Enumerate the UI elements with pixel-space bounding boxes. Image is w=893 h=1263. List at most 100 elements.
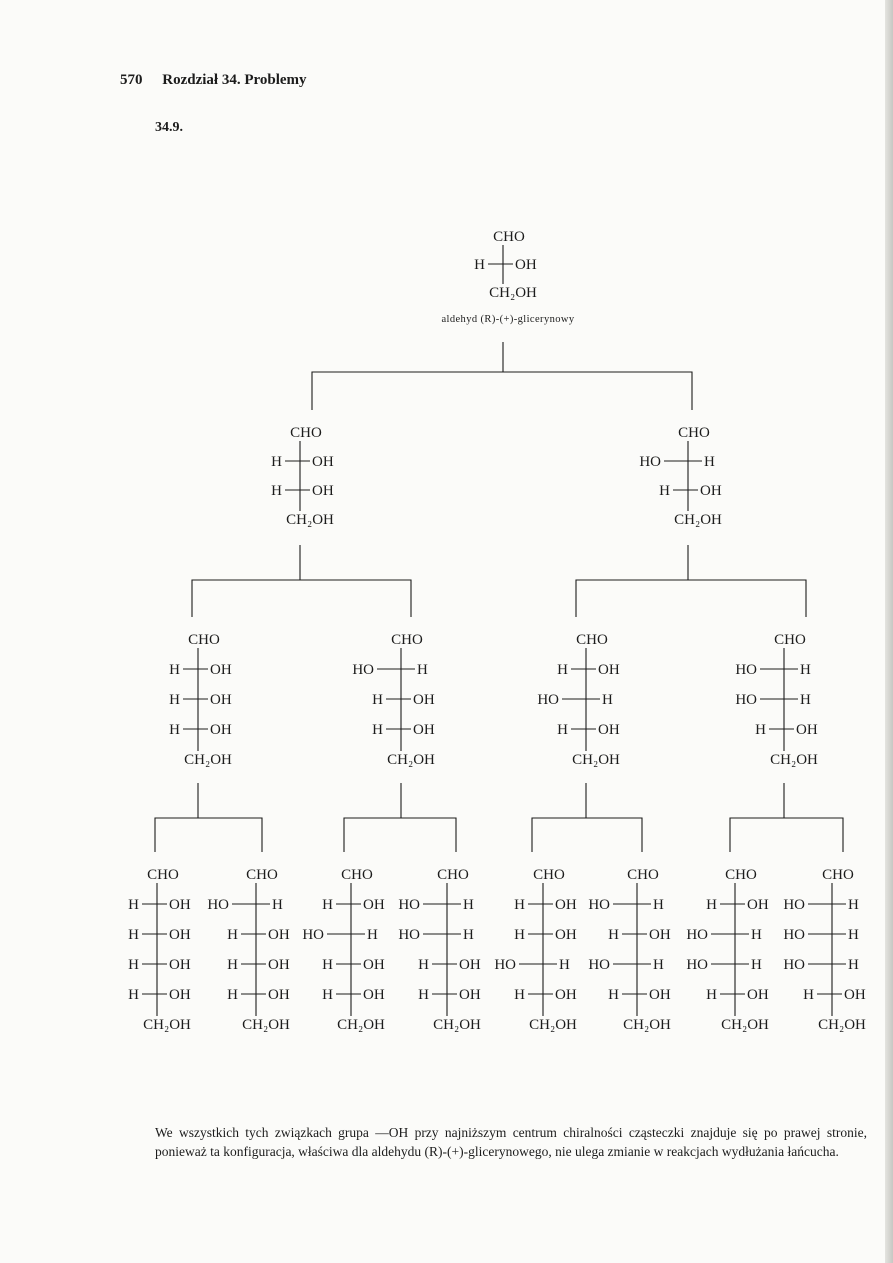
hexose-5-left-substituent-3: HO [494, 957, 516, 973]
pentose-4-left-substituent-1: HO [735, 662, 757, 678]
hexose-4-ch2oh-label: CH₂OH [433, 1017, 481, 1033]
tetrose-2-left-substituent-2: H [659, 483, 670, 499]
tetrose-1-left-substituent-1: H [271, 454, 282, 470]
hexose-1-right-substituent-1: OH [169, 897, 191, 913]
hexose-8-right-substituent-2: H [848, 927, 859, 943]
hexose-1-right-substituent-3: OH [169, 957, 191, 973]
pentose-3-right-substituent-3: OH [598, 722, 620, 738]
hexose-2-left-substituent-3: H [227, 957, 238, 973]
root-right-substituent-1: OH [515, 257, 537, 273]
paragraph-text: We wszystkich tych związkach grupa —OH p… [155, 1125, 867, 1159]
hexose-2-ch2oh-label: CH₂OH [242, 1017, 290, 1033]
pentose-2-right-substituent-2: OH [413, 692, 435, 708]
hexose-1-left-substituent-4: H [128, 987, 139, 1003]
hexose-5-right-substituent-3: H [559, 957, 570, 973]
hexose-4-right-substituent-2: H [463, 927, 474, 943]
pentose-3-right-substituent-2: H [602, 692, 613, 708]
hexose-6-right-substituent-4: OH [649, 987, 671, 1003]
hexose-7-right-substituent-1: OH [747, 897, 769, 913]
pentose-1-left-substituent-2: H [169, 692, 180, 708]
hexose-2-left-substituent-2: H [227, 927, 238, 943]
hexose-1-left-substituent-2: H [128, 927, 139, 943]
hexose-8-left-substituent-1: HO [783, 897, 805, 913]
hexose-7-cho-label: CHO [725, 867, 757, 883]
hexose-4-right-substituent-3: OH [459, 957, 481, 973]
pentose-2-left-substituent-3: H [372, 722, 383, 738]
hexose-3-left-substituent-3: H [322, 957, 333, 973]
pentose-2-right-substituent-3: OH [413, 722, 435, 738]
pentose-3-branch-bracket [531, 817, 643, 852]
hexose-1-right-substituent-4: OH [169, 987, 191, 1003]
tetrose-1-branch-bracket [191, 579, 412, 617]
pentose-2-right-substituent-1: H [417, 662, 428, 678]
hexose-7-left-substituent-3: HO [686, 957, 708, 973]
hexose-6-right-substituent-3: H [653, 957, 664, 973]
hexose-7-left-substituent-2: HO [686, 927, 708, 943]
pentose-1-right-substituent-2: OH [210, 692, 232, 708]
hexose-6-left-substituent-3: HO [588, 957, 610, 973]
pentose-1-cho-label: CHO [188, 632, 220, 648]
hexose-8-left-substituent-2: HO [783, 927, 805, 943]
hexose-8-right-substituent-4: OH [844, 987, 866, 1003]
hexose-3-right-substituent-1: OH [363, 897, 385, 913]
hexose-6-ch2oh-label: CH₂OH [623, 1017, 671, 1033]
hexose-5-ch2oh-label: CH₂OH [529, 1017, 577, 1033]
hexose-4-left-substituent-3: H [418, 957, 429, 973]
hexose-4-left-substituent-2: HO [398, 927, 420, 943]
problem-number: 34.9. [155, 120, 183, 135]
tetrose-1-cho-label: CHO [290, 425, 322, 441]
hexose-1-left-substituent-1: H [128, 897, 139, 913]
hexose-8-right-substituent-1: H [848, 897, 859, 913]
tetrose-1-left-substituent-2: H [271, 483, 282, 499]
pentose-3-cho-label: CHO [576, 632, 608, 648]
pentose-3-right-substituent-1: OH [598, 662, 620, 678]
pentose-1-left-substituent-3: H [169, 722, 180, 738]
pentose-1-ch2oh-label: CH₂OH [184, 752, 232, 768]
hexose-1-right-substituent-2: OH [169, 927, 191, 943]
pentose-4-right-substituent-3: OH [796, 722, 818, 738]
hexose-1-left-substituent-3: H [128, 957, 139, 973]
hexose-4-left-substituent-1: HO [398, 897, 420, 913]
hexose-2-left-substituent-4: H [227, 987, 238, 1003]
hexose-5-right-substituent-4: OH [555, 987, 577, 1003]
hexose-7-left-substituent-4: H [706, 987, 717, 1003]
pentose-2-branch-bracket [343, 817, 457, 852]
hexose-3-left-substituent-4: H [322, 987, 333, 1003]
page-number: 570 [120, 72, 143, 88]
hexose-7-right-substituent-2: H [751, 927, 762, 943]
hexose-5-right-substituent-2: OH [555, 927, 577, 943]
running-header: 570 Rozdział 34. Problemy [120, 72, 307, 89]
hexose-5-cho-label: CHO [533, 867, 565, 883]
hexose-8-left-substituent-3: HO [783, 957, 805, 973]
hexose-8-cho-label: CHO [822, 867, 854, 883]
tetrose-1-right-substituent-2: OH [312, 483, 334, 499]
pentose-4-cho-label: CHO [774, 632, 806, 648]
pentose-4-right-substituent-2: H [800, 692, 811, 708]
pentose-2-left-substituent-2: H [372, 692, 383, 708]
pentose-2-left-substituent-1: HO [352, 662, 374, 678]
hexose-6-left-substituent-1: HO [588, 897, 610, 913]
hexose-1-ch2oh-label: CH₂OH [143, 1017, 191, 1033]
explanation-paragraph: We wszystkich tych związkach grupa —OH p… [155, 1123, 867, 1161]
hexose-3-right-substituent-4: OH [363, 987, 385, 1003]
pentose-2-ch2oh-label: CH₂OH [387, 752, 435, 768]
hexose-3-cho-label: CHO [341, 867, 373, 883]
pentose-1-right-substituent-3: OH [210, 722, 232, 738]
pentose-1-branch-bracket [154, 817, 263, 852]
pentose-3-left-substituent-3: H [557, 722, 568, 738]
hexose-3-right-substituent-3: OH [363, 957, 385, 973]
hexose-7-right-substituent-4: OH [747, 987, 769, 1003]
pentose-2-cho-label: CHO [391, 632, 423, 648]
tetrose-2-branch-bracket [575, 579, 807, 617]
hexose-2-right-substituent-4: OH [268, 987, 290, 1003]
tetrose-2-cho-label: CHO [678, 425, 710, 441]
hexose-5-left-substituent-4: H [514, 987, 525, 1003]
hexose-3-right-substituent-2: H [367, 927, 378, 943]
root-cho-label: CHO [493, 229, 525, 245]
chapter-title: Rozdział 34. Problemy [162, 72, 307, 88]
hexose-5-right-substituent-1: OH [555, 897, 577, 913]
hexose-6-right-substituent-1: H [653, 897, 664, 913]
pentose-3-left-substituent-1: H [557, 662, 568, 678]
pentose-4-ch2oh-label: CH₂OH [770, 752, 818, 768]
